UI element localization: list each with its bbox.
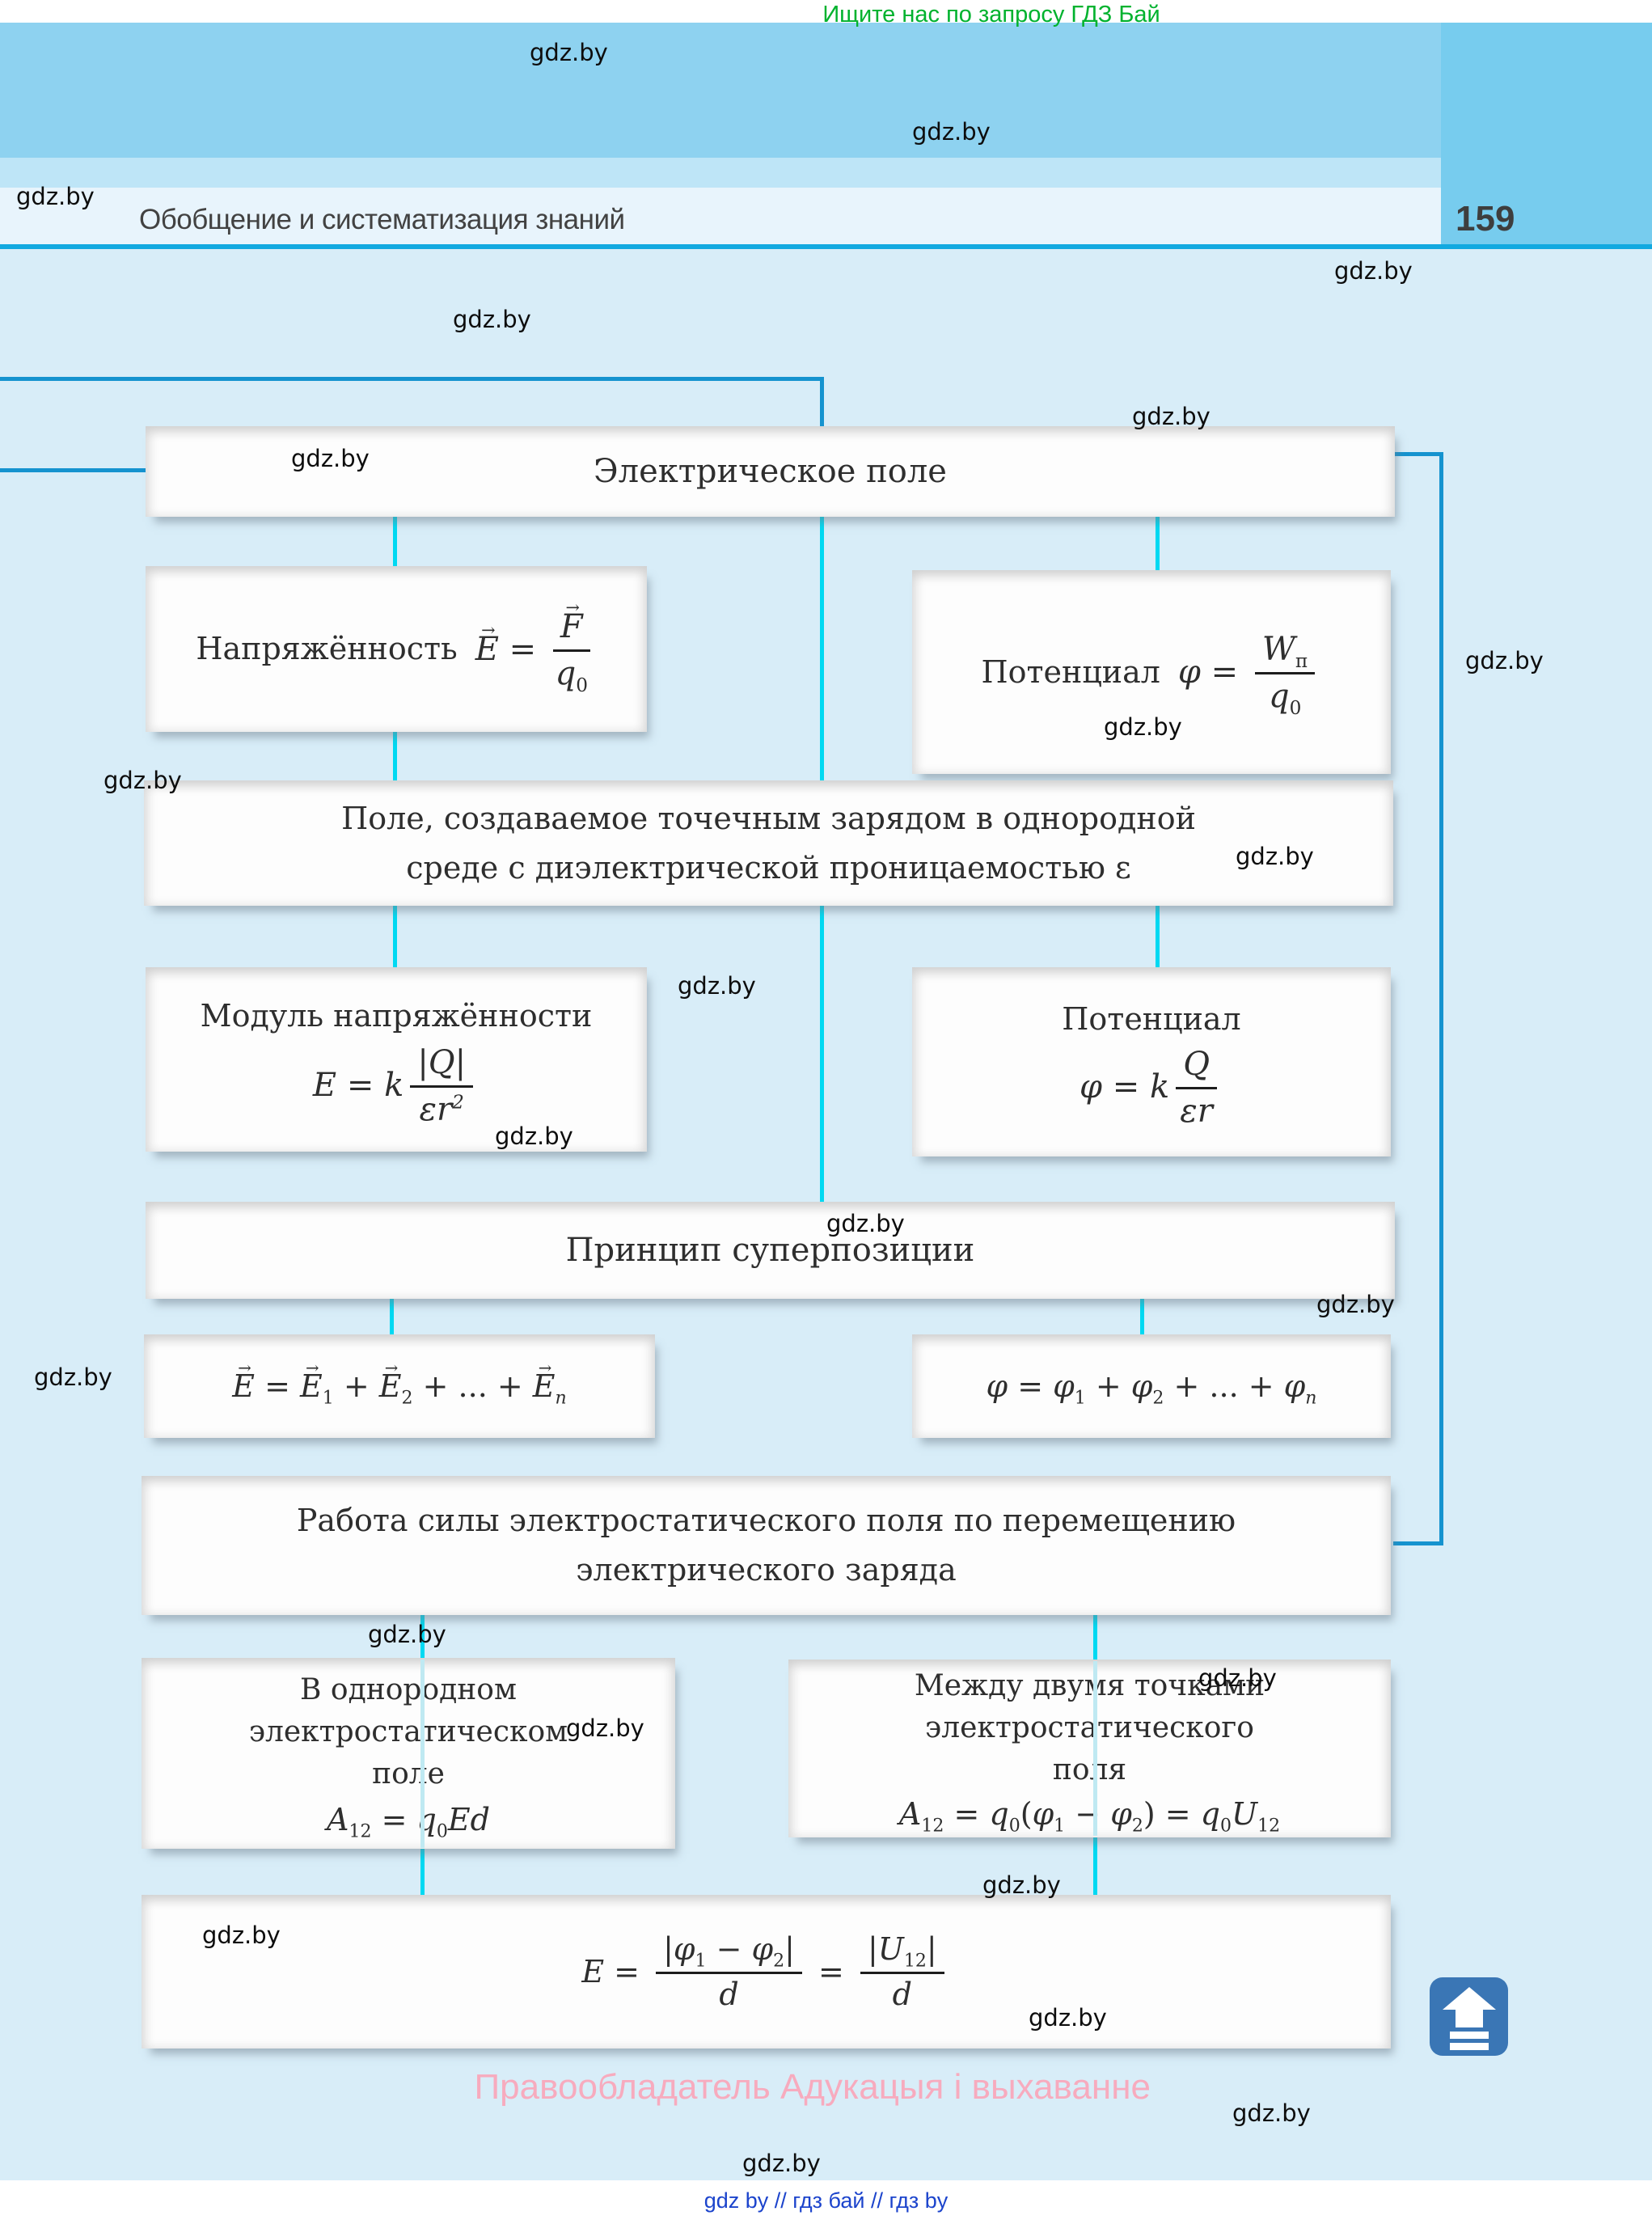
header-band-dark xyxy=(0,23,1652,158)
page-title: Обобщение и систематизация знаний xyxy=(139,204,625,235)
box-title: Принцип суперпозиции xyxy=(565,1232,975,1269)
connector-line xyxy=(1140,1297,1144,1336)
connector-line xyxy=(393,904,397,969)
box-superposition: Принцип суперпозиции xyxy=(146,1202,1395,1299)
watermark: gdz.by xyxy=(368,1621,446,1648)
header-rule xyxy=(0,244,1652,249)
box-label: Потенциал xyxy=(981,653,1160,690)
watermark: gdz.by xyxy=(826,1210,905,1237)
watermark: gdz.by xyxy=(291,445,370,472)
box-title: Между двумя точками электростатического … xyxy=(914,1668,1265,1787)
connector-line xyxy=(393,517,397,568)
connector-line xyxy=(393,730,397,782)
connector-line xyxy=(0,377,824,381)
watermark: gdz.by xyxy=(566,1715,644,1742)
connector-line xyxy=(420,1660,425,1848)
connector-line xyxy=(820,377,824,428)
page-number: 159 xyxy=(1456,199,1515,239)
watermark: gdz.by xyxy=(1104,713,1182,741)
box-intensity: Напряжённость E = Fq0 xyxy=(146,566,647,732)
watermark: gdz.by xyxy=(982,1871,1061,1899)
arrow-bar xyxy=(1449,2032,1489,2039)
top-white-strip xyxy=(0,0,1652,23)
box-title: В однородном электростатическом поле xyxy=(248,1672,568,1791)
formula-superposition-e: E = E1 + E2 + ... + En xyxy=(232,1368,567,1407)
watermark: gdz.by xyxy=(1465,647,1544,674)
connector-line xyxy=(1439,452,1443,1545)
formula-field-voltage: E = |φ1 − φ2|d = |U12|d xyxy=(581,1932,950,2011)
footer-links[interactable]: gdz by // гдз бай // гдз by xyxy=(703,2188,949,2213)
formula-superposition-phi: φ = φ1 + φ2 + ... + φn xyxy=(986,1368,1317,1409)
watermark: gdz.by xyxy=(742,2150,821,2177)
arrow-bar xyxy=(1449,2043,1489,2050)
box-uniform-field: В однородном электростатическом поле A12… xyxy=(142,1658,675,1849)
watermark: gdz.by xyxy=(34,1364,112,1391)
box-title: Работа силы электростатического поля по … xyxy=(296,1503,1236,1588)
up-arrow-stem xyxy=(1455,2010,1483,2027)
box-title: Потенциал xyxy=(1062,1000,1241,1037)
box-title: Электрическое поле xyxy=(594,453,947,490)
box-superposition-phi: φ = φ1 + φ2 + ... + φn xyxy=(912,1334,1391,1438)
connector-line xyxy=(0,468,147,472)
header-band-mid xyxy=(0,158,1652,188)
watermark: gdz.by xyxy=(1334,257,1413,285)
connector-line xyxy=(820,904,824,1203)
connector-line xyxy=(420,1613,425,1660)
box-electric-field: Электрическое поле xyxy=(146,426,1395,517)
watermark: gdz.by xyxy=(1029,2004,1107,2032)
watermark: gdz.by xyxy=(530,39,608,66)
watermark: gdz.by xyxy=(453,306,531,333)
watermark: gdz.by xyxy=(202,1922,281,1949)
connector-line xyxy=(1093,1613,1097,1661)
connector-line xyxy=(1393,1541,1443,1545)
watermark: gdz.by xyxy=(1236,843,1314,870)
header-band-light xyxy=(0,188,1652,244)
connector-line xyxy=(820,517,824,782)
watermark: gdz.by xyxy=(1198,1664,1277,1692)
box-label: Напряжённость xyxy=(196,631,458,666)
watermark: gdz.by xyxy=(1316,1291,1395,1318)
connector-line xyxy=(420,1848,425,1896)
connector-line xyxy=(1156,904,1160,969)
box-point-charge-field: Поле, создаваемое точечным зарядом в одн… xyxy=(144,780,1393,906)
watermark: gdz.by xyxy=(495,1123,573,1150)
promo-text: Ищите нас по запросу ГДЗ Бай xyxy=(822,2,1160,27)
watermark: gdz.by xyxy=(16,183,95,210)
footer-strip xyxy=(0,2180,1652,2224)
connector-line xyxy=(1093,1661,1097,1836)
box-work: Работа силы электростатического поля по … xyxy=(142,1476,1391,1615)
watermark: gdz.by xyxy=(912,118,991,146)
box-title: Поле, создаваемое точечным зарядом в одн… xyxy=(341,800,1196,886)
watermark: gdz.by xyxy=(1232,2099,1311,2127)
connector-line xyxy=(1156,517,1160,572)
watermark: gdz.by xyxy=(104,767,182,794)
back-to-top-button[interactable] xyxy=(1430,1977,1508,2056)
box-field-voltage: E = |φ1 − φ2|d = |U12|d xyxy=(142,1895,1391,2049)
connector-line xyxy=(390,1297,394,1336)
copyright-text: Правообладатель Адукацыя і выхаванне xyxy=(474,2067,1151,2107)
page-number-column xyxy=(1441,23,1652,244)
box-title: Модуль напряжённости xyxy=(200,997,593,1034)
box-two-points: Между двумя точками электростатического … xyxy=(788,1660,1391,1837)
watermark: gdz.by xyxy=(1132,403,1210,430)
box-superposition-e: E = E1 + E2 + ... + En xyxy=(144,1334,655,1438)
connector-line xyxy=(1393,452,1443,456)
up-arrow-icon xyxy=(1442,1987,1496,2010)
connector-line xyxy=(1093,1836,1097,1896)
formula-intensity: E = Fq0 xyxy=(475,608,597,695)
watermark: gdz.by xyxy=(678,972,756,1000)
